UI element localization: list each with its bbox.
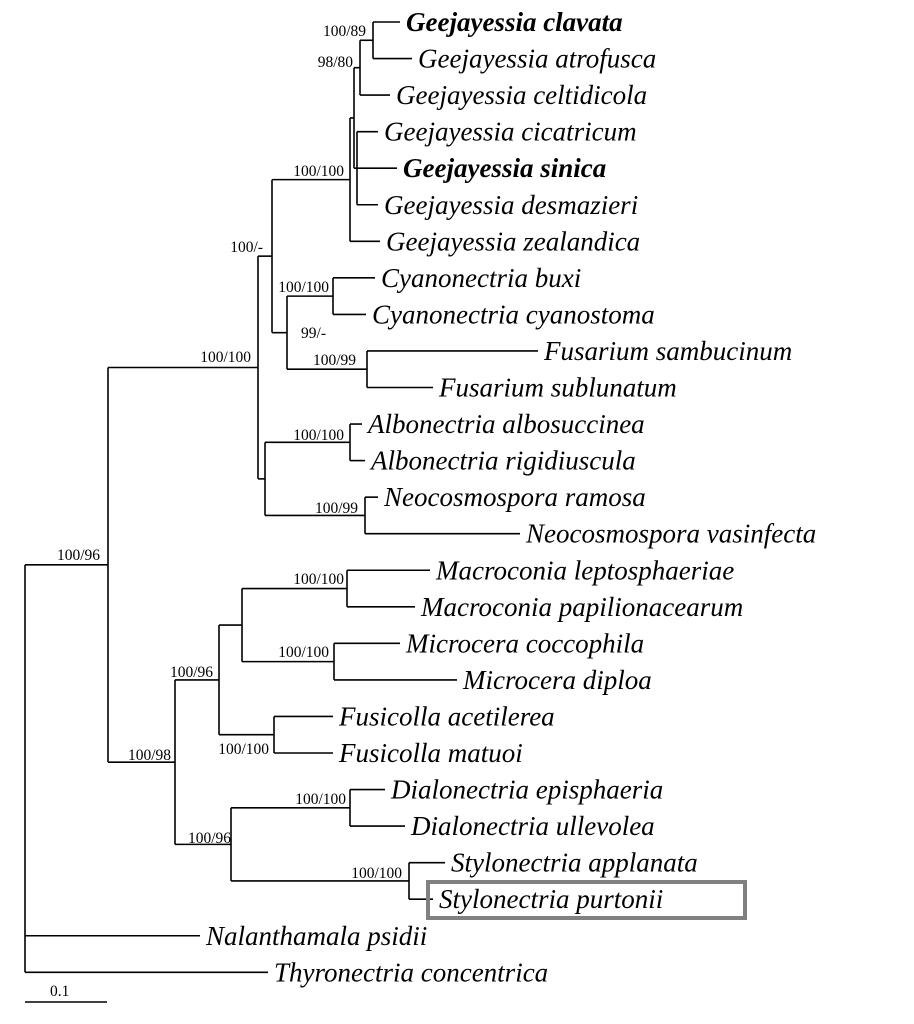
taxon-label: Geejayessia zealandica xyxy=(386,226,640,256)
support-value: 100/100 xyxy=(218,741,269,758)
support-value: 100/100 xyxy=(293,163,344,180)
support-value: 98/80 xyxy=(318,54,354,71)
support-value: 100/89 xyxy=(323,23,366,40)
support-value: 100/96 xyxy=(57,547,100,564)
taxon-label: Geejayessia cicatricum xyxy=(384,117,637,147)
support-value: 100/100 xyxy=(278,644,329,661)
support-value: 100/100 xyxy=(295,791,346,808)
support-value: 100/99 xyxy=(315,500,358,517)
taxon-label: Thyronectria concentrica xyxy=(274,957,548,987)
taxon-label: Neocosmospora ramosa xyxy=(383,482,646,512)
taxon-label: Albonectria albosuccinea xyxy=(366,409,645,439)
support-value: 100/100 xyxy=(200,349,251,366)
taxon-label: Cyanonectria cyanostoma xyxy=(372,299,655,329)
support-value: 100/100 xyxy=(293,571,344,588)
support-value: 100/96 xyxy=(188,830,231,847)
taxon-label: Macroconia leptosphaeriae xyxy=(435,555,734,585)
support-value: 99/- xyxy=(301,325,326,342)
taxon-label: Geejayessia desmazieri xyxy=(384,190,638,220)
taxon-label: Fusarium sambucinum xyxy=(543,336,792,366)
taxon-label: Nalanthamala psidii xyxy=(205,921,427,951)
support-value: 100/100 xyxy=(293,427,344,444)
taxon-label: Cyanonectria buxi xyxy=(381,263,581,293)
taxon-label: Stylonectria purtonii xyxy=(439,884,663,914)
support-value: 100/98 xyxy=(128,747,171,764)
support-value: 100/96 xyxy=(170,664,213,681)
highlight-box xyxy=(426,880,747,920)
taxon-label: Fusarium sublunatum xyxy=(438,373,677,403)
taxon-label: Geejayessia atrofusca xyxy=(418,44,656,74)
taxon-label: Albonectria rigidiuscula xyxy=(369,446,636,476)
scale-bar-label: 0.1 xyxy=(50,983,69,1000)
taxon-label: Neocosmospora vasinfecta xyxy=(525,519,816,549)
taxon-label: Geejayessia clavata xyxy=(406,7,623,37)
taxon-label: Fusicolla acetilerea xyxy=(338,701,555,731)
support-value: 100/100 xyxy=(278,279,329,296)
taxon-label: Geejayessia sinica xyxy=(403,153,606,183)
taxon-label: Microcera diploa xyxy=(462,665,652,695)
taxon-label: Microcera coccophila xyxy=(405,628,644,658)
support-value: 100/100 xyxy=(351,865,402,882)
support-value: 100/- xyxy=(230,239,263,256)
taxon-label: Dialonectria episphaeria xyxy=(390,775,663,805)
taxon-label: Fusicolla matuoi xyxy=(338,738,523,768)
taxon-label: Stylonectria applanata xyxy=(451,848,698,878)
taxon-label: Macroconia papilionacearum xyxy=(420,592,743,622)
support-value: 100/99 xyxy=(313,352,356,369)
taxon-label: Dialonectria ullevolea xyxy=(410,811,655,841)
taxon-label: Geejayessia celtidicola xyxy=(396,80,647,110)
